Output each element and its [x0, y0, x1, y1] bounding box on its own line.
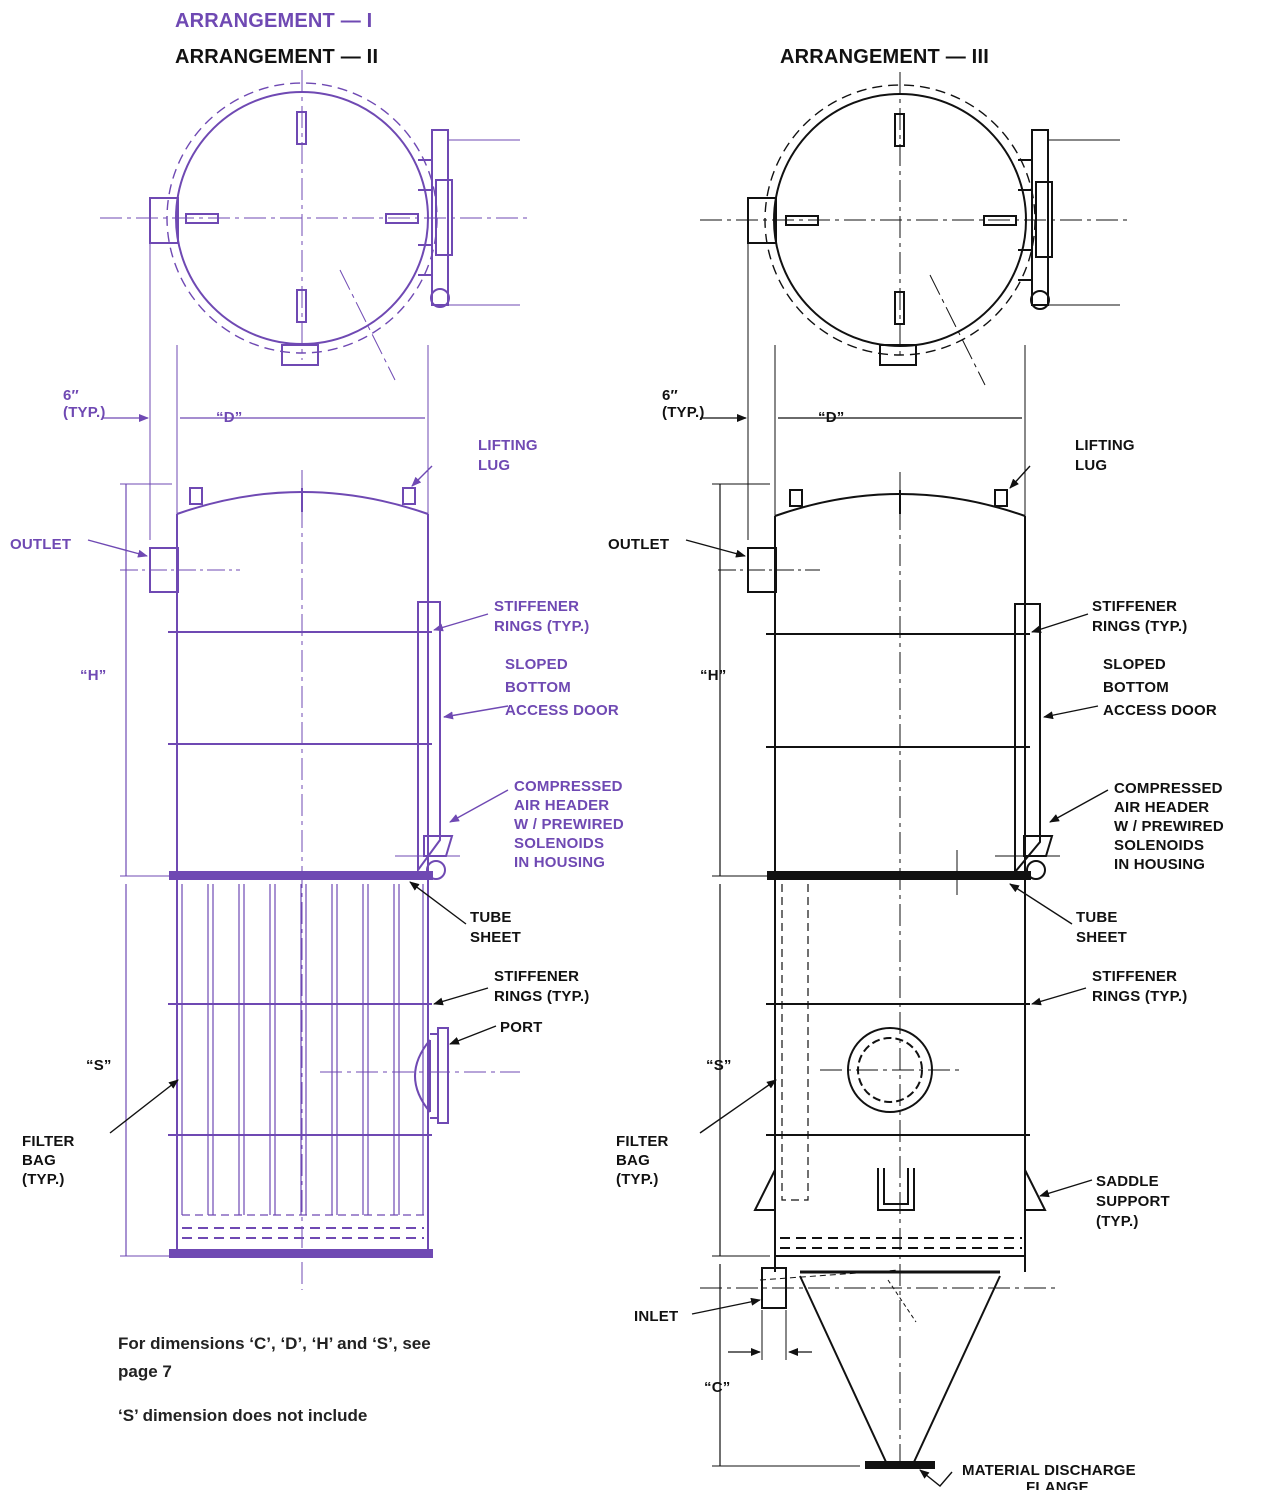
label-outlet: OUTLET	[10, 536, 71, 553]
label-inlet: INLET	[634, 1308, 678, 1325]
dim-h: “H”	[80, 667, 106, 684]
label-port: PORT	[500, 1019, 542, 1036]
title-arrangement-1: ARRANGEMENT — I	[175, 10, 372, 32]
dim-6-typ: 6″(TYP.)	[63, 387, 106, 421]
arrangement-3-view: ARRANGEMENT — III	[608, 46, 1224, 1490]
title-arrangement-2: ARRANGEMENT — II	[175, 46, 378, 68]
label-outlet-3: OUTLET	[608, 536, 669, 553]
filter-bags	[181, 884, 424, 1216]
note-s-dimension: ‘S’ dimension does not include	[118, 1406, 368, 1425]
dim-s-3: “S”	[706, 1057, 732, 1074]
dim-c-3: “C”	[704, 1379, 730, 1396]
dim-s: “S”	[86, 1057, 112, 1074]
top-view	[100, 70, 530, 381]
dim-h-3: “H”	[700, 667, 726, 684]
top-view-3	[700, 72, 1130, 386]
notes: For dimensions ‘C’, ‘D’, ‘H’ and ‘S’, se…	[118, 1330, 448, 1446]
note-dimensions: For dimensions ‘C’, ‘D’, ‘H’ and ‘S’, se…	[118, 1334, 431, 1381]
dim-d: “D”	[216, 409, 242, 426]
dim-d-3: “D”	[818, 409, 844, 426]
arrangement-1-2-view: ARRANGEMENT — I ARRANGEMENT — II	[10, 10, 624, 1290]
dim-6-typ-3: 6″(TYP.)	[662, 387, 705, 421]
title-arrangement-3: ARRANGEMENT — III	[780, 46, 989, 68]
